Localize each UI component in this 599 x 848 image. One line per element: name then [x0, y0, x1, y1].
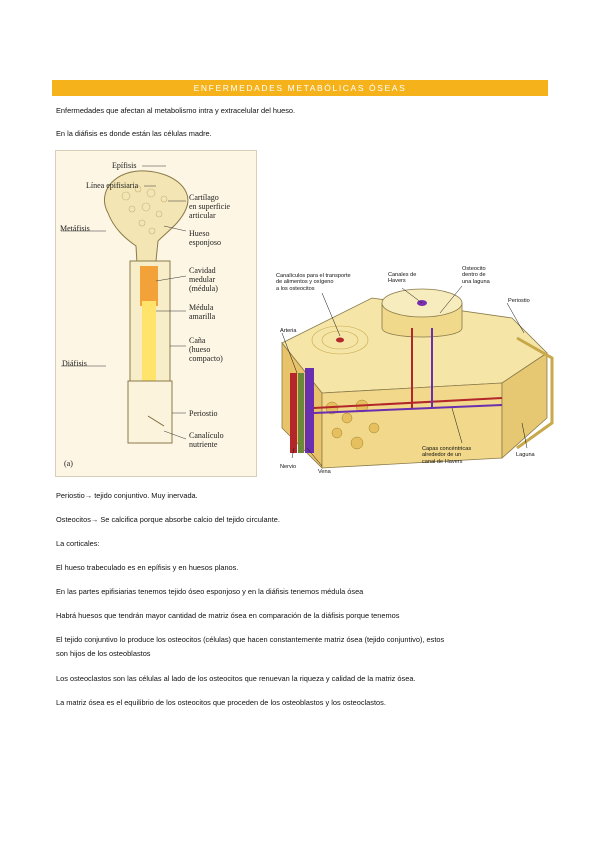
label-laguna: Laguna — [516, 452, 535, 458]
paragraph: La corticales: — [56, 539, 100, 548]
paragraph: Los osteoclastos son las células al lado… — [56, 674, 416, 683]
label-vena: Vena — [318, 469, 331, 475]
paragraph: La matriz ósea es el equilibrio de los o… — [56, 698, 386, 707]
paragraph: son hijos de los osteoblastos — [56, 649, 151, 658]
label-nervio: Nervio — [280, 464, 297, 470]
figure-letter: (a) — [64, 459, 73, 468]
section-banner: ENFERMEDADES METABÓLICAS ÓSEAS — [52, 80, 548, 96]
label-diafisis: Diáfisis — [62, 359, 87, 368]
label-periostio: Periostio — [508, 298, 530, 304]
paragraph: En las partes epifisiarias tenemos tejid… — [56, 587, 364, 596]
paragraph: El tejido conjuntivo lo produce los oste… — [56, 635, 445, 644]
label-linea-epifisiaria: Línea epifisiaria — [86, 181, 139, 190]
label-metafisis: Metáfisis — [60, 224, 90, 233]
paragraph: Periostio→ tejido conjuntivo. Muy inerva… — [56, 491, 198, 500]
long-bone-figure: Epífisis Línea epifisiaria Metáfisis Diá… — [55, 150, 257, 477]
osteon-illustration — [281, 285, 554, 469]
label-epifisis: Epífisis — [112, 161, 137, 170]
paragraph: Enfermedades que afectan al metabolismo … — [56, 106, 296, 115]
label-arteria: Arteria — [280, 328, 297, 334]
paragraph: En la diáfisis es donde están las célula… — [56, 129, 212, 138]
long-bone-illustration — [61, 165, 189, 444]
label-periostio: Periostio — [189, 409, 218, 418]
paragraph: Osteocitos→ Se calcifica porque absorbe … — [56, 515, 280, 524]
paragraph: El hueso trabeculado es en epífisis y en… — [56, 563, 239, 572]
paragraph: Habrá huesos que tendrán mayor cantidad … — [56, 611, 400, 620]
